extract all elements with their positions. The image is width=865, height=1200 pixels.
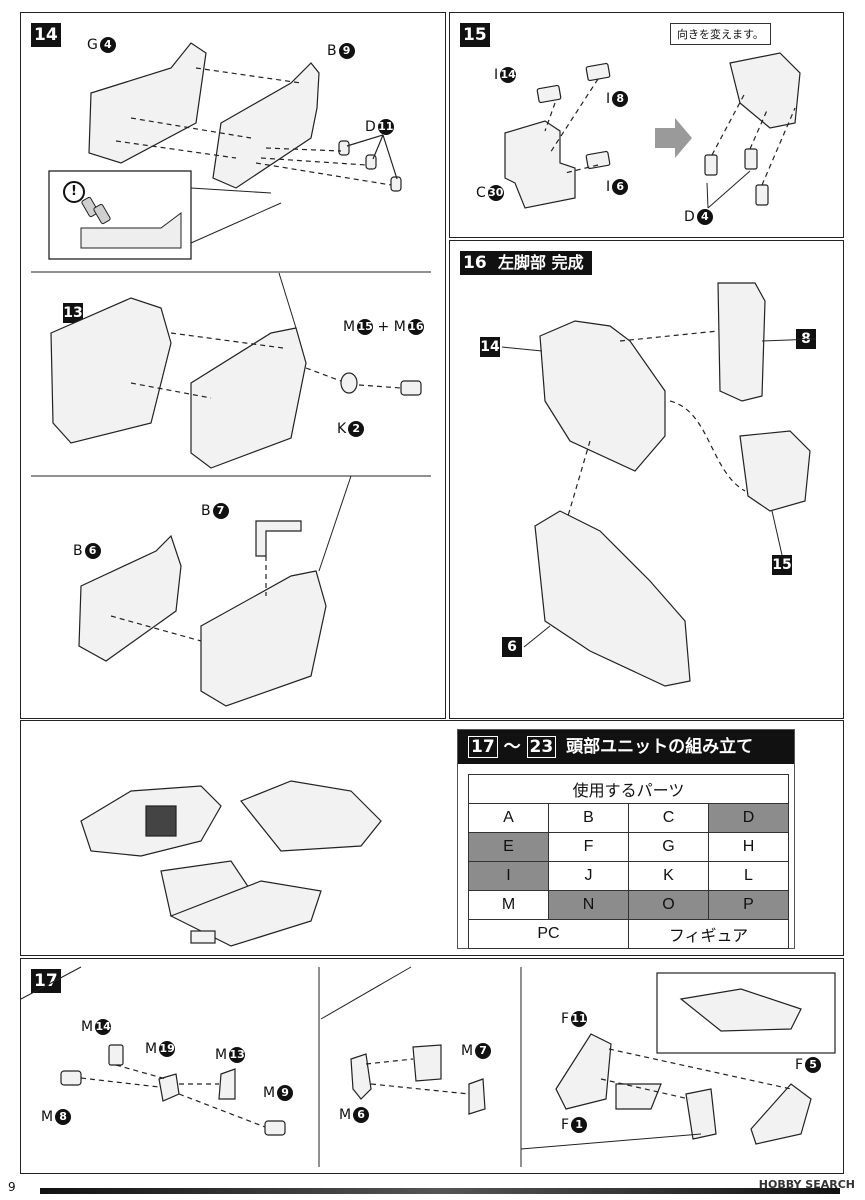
table-row: PC フィギュア (468, 919, 789, 949)
part-cell: G (628, 832, 709, 862)
table-row: I J K L (468, 861, 789, 891)
part-cell: I (468, 861, 549, 891)
part-cell: F (548, 832, 629, 862)
parts-table: 使用するパーツ A B C D E F G H I J K L M N (468, 774, 789, 949)
step-number: 15 (460, 23, 490, 47)
step-17-diagram (20, 966, 836, 1167)
step-title: 左脚部 完成 (490, 251, 592, 275)
part-cell: D (708, 803, 789, 833)
part-cell: E (468, 832, 549, 862)
parts-box-header: 17 ～ 23 頭部ユニットの組み立て (458, 730, 794, 764)
ref-15: 15 (772, 555, 792, 575)
head-unit-illustration (80, 780, 382, 947)
step-14-diagram-bottom (78, 475, 352, 707)
part-cell-figure: フィギュア (628, 919, 789, 949)
parts-table-header: 使用するパーツ (468, 774, 789, 804)
ref-13: 13 (63, 303, 83, 323)
part-cell: N (548, 890, 629, 920)
callout-rotate: 向きを変えます。 (670, 23, 771, 45)
section-title: 頭部ユニットの組み立て (566, 737, 754, 757)
watermark: HOBBY SEARCH (758, 1178, 855, 1191)
part-cell: K (628, 861, 709, 891)
ref-14: 14 (480, 337, 500, 357)
table-row: M N O P (468, 890, 789, 920)
part-cell: B (548, 803, 629, 833)
warning-icon: ! (63, 181, 85, 203)
table-row: A B C D (468, 803, 789, 833)
step-14-diagram-top (31, 42, 431, 273)
part-cell: A (468, 803, 549, 833)
step-14-diagram-middle (31, 272, 431, 477)
step-16-panel: 16 左脚部 完成 14 8 15 6 (449, 240, 844, 719)
part-cell: C (628, 803, 709, 833)
page-number: 9 (8, 1180, 16, 1194)
part-cell: L (708, 861, 789, 891)
part-cell: O (628, 890, 709, 920)
part-cell-pc: PC (468, 919, 629, 949)
parts-box: 17 ～ 23 頭部ユニットの組み立て 使用するパーツ A B C D E F … (457, 729, 795, 949)
step-16-diagram (501, 282, 817, 687)
ref-6: 6 (502, 637, 522, 657)
step-number: 14 (31, 23, 61, 47)
footer-rule (40, 1188, 840, 1194)
table-row: E F G H (468, 832, 789, 862)
part-cell: J (548, 861, 629, 891)
part-cell: H (708, 832, 789, 862)
part-cell: M (468, 890, 549, 920)
range-start: 17 (468, 736, 498, 758)
part-cell: P (708, 890, 789, 920)
range-sep: ～ (503, 737, 521, 757)
step-15-diagram (504, 52, 801, 209)
head-unit-overview-panel: 17 ～ 23 頭部ユニットの組み立て 使用するパーツ A B C D E F … (20, 720, 844, 956)
step-number: 16 (460, 251, 490, 275)
range-end: 23 (526, 736, 557, 758)
